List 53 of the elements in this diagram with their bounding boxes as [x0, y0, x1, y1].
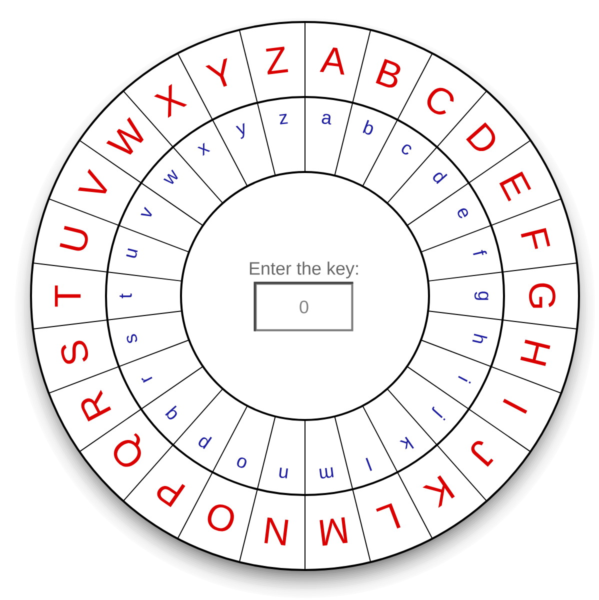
- letter: g: [474, 292, 488, 300]
- letter: Z: [266, 46, 288, 74]
- letter: P: [157, 484, 186, 508]
- letter: w: [163, 169, 178, 184]
- letter: W: [106, 117, 144, 155]
- letter: k: [400, 436, 414, 450]
- letter: R: [81, 390, 112, 422]
- letter: a: [322, 114, 332, 125]
- letter: j: [432, 406, 446, 421]
- letter: K: [422, 475, 455, 508]
- letter: r: [141, 376, 152, 383]
- letter: V: [78, 168, 108, 194]
- letter: N: [264, 518, 288, 546]
- letter: X: [154, 84, 188, 118]
- letter: M: [320, 517, 348, 546]
- letter: L: [376, 503, 400, 528]
- letter: Q: [114, 433, 141, 467]
- letter: p: [198, 436, 212, 450]
- letter: i: [458, 376, 471, 384]
- letter: U: [60, 226, 88, 251]
- letter: v: [140, 206, 152, 216]
- letter: e: [458, 208, 468, 218]
- letter: b: [362, 120, 373, 135]
- letter: s: [126, 334, 138, 343]
- letter: o: [237, 458, 246, 468]
- letter: D: [466, 122, 496, 152]
- letter: I: [502, 398, 528, 414]
- letter: c: [402, 144, 412, 154]
- letter: x: [197, 142, 210, 156]
- letter: A: [320, 48, 344, 75]
- letter: H: [520, 340, 550, 366]
- letter: h: [472, 334, 488, 344]
- letter: z: [279, 114, 288, 124]
- input-field: 0: [254, 282, 354, 332]
- letter: u: [126, 248, 138, 258]
- letter: y: [236, 123, 244, 139]
- letter: G: [529, 283, 556, 308]
- letter: S: [61, 340, 88, 364]
- letter: q: [165, 405, 177, 420]
- letter: O: [208, 504, 234, 532]
- letter: F: [520, 228, 550, 249]
- letter: J: [471, 440, 494, 467]
- letter: t: [120, 294, 132, 298]
- letter: B: [376, 58, 400, 88]
- letter: T: [54, 285, 81, 307]
- letter: d: [433, 172, 448, 184]
- letter: n: [279, 468, 288, 478]
- letter: l: [366, 458, 372, 472]
- letter: C: [427, 88, 454, 115]
- letter: E: [499, 171, 532, 202]
- letter: Y: [205, 58, 228, 87]
- letter: f: [473, 250, 487, 256]
- letter: m: [319, 467, 334, 479]
